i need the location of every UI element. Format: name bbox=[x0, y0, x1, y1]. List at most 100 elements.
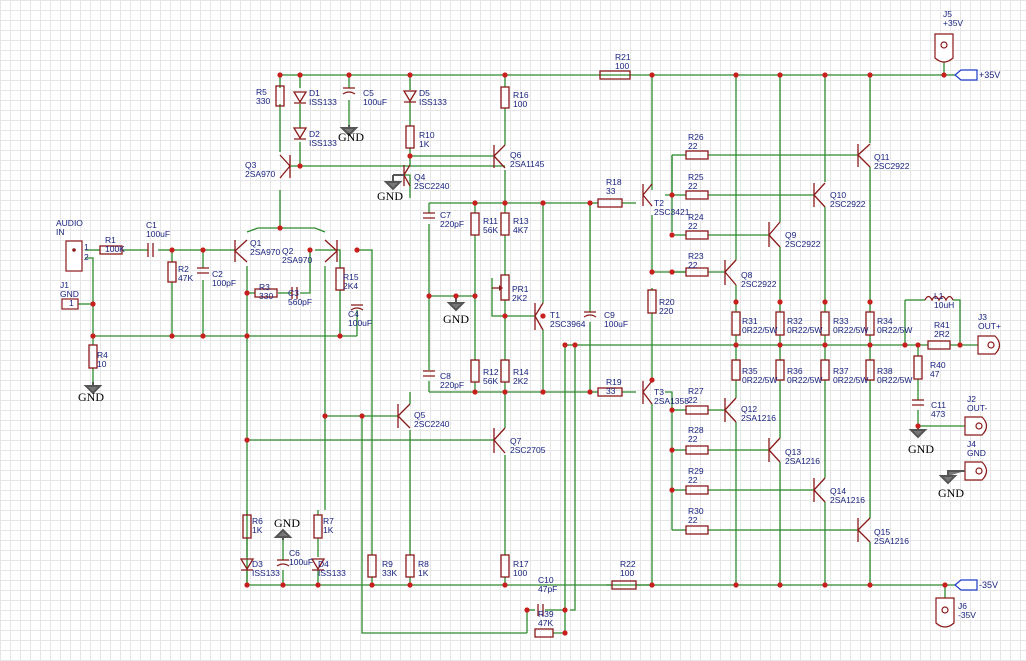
ground-label-1: GND bbox=[338, 130, 364, 144]
junction-dot bbox=[649, 72, 655, 78]
label-c3-value: 560pF bbox=[288, 297, 312, 307]
label-c1-ref: C1 bbox=[146, 220, 157, 230]
junction-dot bbox=[915, 342, 921, 348]
junction-dot bbox=[649, 377, 655, 383]
label-c3-ref: C3 bbox=[288, 288, 299, 298]
pin-label-2: 1 bbox=[69, 298, 74, 308]
label-r5-value: 330 bbox=[256, 96, 270, 106]
junction-dot bbox=[90, 301, 96, 307]
wires bbox=[77, 58, 978, 634]
label-q7-value: 2SC2705 bbox=[510, 445, 546, 455]
label-pr1-value: 2K2 bbox=[512, 293, 527, 303]
label-r33-ref: R33 bbox=[833, 316, 849, 326]
junction-dot bbox=[669, 487, 675, 493]
junction-dot bbox=[244, 333, 250, 339]
label-c4-ref: C4 bbox=[348, 309, 359, 319]
label-r24-ref: R24 bbox=[688, 212, 704, 222]
label-r13-ref: R13 bbox=[513, 216, 529, 226]
label-r7-value: 1K bbox=[323, 525, 334, 535]
junction-dot bbox=[957, 342, 963, 348]
label-r7-ref: R7 bbox=[323, 516, 334, 526]
label-c10-ref: C10 bbox=[538, 575, 554, 585]
label-r14-ref: R14 bbox=[513, 367, 529, 377]
junction-dot bbox=[453, 293, 459, 299]
connector-audio-name: IN bbox=[56, 227, 65, 237]
label-q4-ref: Q4 bbox=[414, 172, 426, 182]
connector-j6-name: -35V bbox=[958, 610, 976, 620]
label-r22-value: 100 bbox=[620, 568, 634, 578]
junction-dot bbox=[733, 582, 739, 588]
ground-label-2: GND bbox=[377, 189, 403, 203]
label-c9-value: 100uF bbox=[604, 319, 628, 329]
junction-dot bbox=[733, 72, 739, 78]
label-c1-value: 100uF bbox=[146, 229, 170, 239]
ground-label-0: GND bbox=[78, 390, 104, 404]
label-q1-value: 2SA970 bbox=[250, 247, 281, 257]
connector-j5-name: +35V bbox=[943, 18, 963, 28]
junction-dot bbox=[280, 582, 286, 588]
label-q5-ref: Q5 bbox=[414, 410, 426, 420]
junction-dot bbox=[867, 299, 873, 305]
label-r27-ref: R27 bbox=[688, 386, 704, 396]
label-r34-value: 0R22/5W bbox=[877, 325, 912, 335]
connector-j3-ref: J3 bbox=[978, 312, 987, 322]
label-q6-ref: Q6 bbox=[510, 150, 522, 160]
junction-dot bbox=[407, 153, 413, 159]
junction-dot bbox=[562, 630, 568, 636]
junction-dot bbox=[297, 72, 303, 78]
junction-dot bbox=[244, 290, 250, 296]
junction-dot bbox=[822, 582, 828, 588]
junction-dot bbox=[777, 582, 783, 588]
label-c11-value: 473 bbox=[931, 409, 945, 419]
label-r3-value: 330 bbox=[259, 291, 273, 301]
label-r1-value: 100K bbox=[105, 244, 125, 254]
junction-dot bbox=[941, 72, 947, 78]
label-q14-ref: Q14 bbox=[830, 486, 846, 496]
label-t3-ref: T3 bbox=[654, 387, 664, 397]
label-q15-value: 2SA1216 bbox=[874, 536, 909, 546]
junction-dot bbox=[346, 72, 352, 78]
label-d2-value: ISS133 bbox=[309, 138, 337, 148]
label-r3-ref: R3 bbox=[259, 282, 270, 292]
label-q10-ref: Q10 bbox=[830, 190, 846, 200]
junction-dot bbox=[90, 333, 96, 339]
label-r40-ref: R40 bbox=[930, 360, 946, 370]
label-q6-value: 2SA1145 bbox=[510, 159, 545, 169]
label-r20-ref: R20 bbox=[659, 297, 675, 307]
net-label-pos: +35V bbox=[979, 70, 1000, 80]
junction-dot bbox=[669, 447, 675, 453]
junction-dot bbox=[502, 72, 508, 78]
label-q4-value: 2SC2240 bbox=[414, 181, 450, 191]
label-c5-ref: C5 bbox=[363, 88, 374, 98]
label-r32-value: 0R22/5W bbox=[787, 325, 822, 335]
label-d4-ref: D4 bbox=[318, 559, 329, 569]
label-r10-value: 1K bbox=[419, 139, 430, 149]
junction-dot bbox=[200, 247, 206, 253]
label-d2-ref: D2 bbox=[309, 129, 320, 139]
junction-dot bbox=[244, 582, 250, 588]
label-r40-value: 47 bbox=[930, 369, 940, 379]
junction-dot bbox=[867, 72, 873, 78]
label-d3-value: ISS133 bbox=[252, 568, 280, 578]
ground-label-5: GND bbox=[908, 442, 934, 456]
label-r16-ref: R16 bbox=[513, 90, 529, 100]
label-r28-value: 22 bbox=[688, 434, 698, 444]
label-pr1-ref: PR1 bbox=[512, 284, 529, 294]
connector-bodies bbox=[61, 33, 1001, 628]
label-r37-ref: R37 bbox=[833, 366, 849, 376]
junction-dot bbox=[572, 342, 578, 348]
label-r32-ref: R32 bbox=[787, 316, 803, 326]
label-r22-ref: R22 bbox=[620, 559, 636, 569]
label-c8-value: 220pF bbox=[440, 380, 464, 390]
label-q9-value: 2SC2922 bbox=[785, 239, 821, 249]
junction-dot bbox=[307, 247, 313, 253]
label-l1-ref: L1 bbox=[934, 291, 944, 301]
label-q2-ref: Q2 bbox=[282, 246, 294, 256]
label-r2-ref: R2 bbox=[178, 264, 189, 274]
junction-dot bbox=[867, 342, 873, 348]
label-r21-value: 100 bbox=[615, 61, 629, 71]
connector-j6-ref: J6 bbox=[958, 601, 967, 611]
junction-dot bbox=[502, 313, 508, 319]
label-d5-ref: D5 bbox=[419, 88, 430, 98]
label-c8-ref: C8 bbox=[440, 371, 451, 381]
